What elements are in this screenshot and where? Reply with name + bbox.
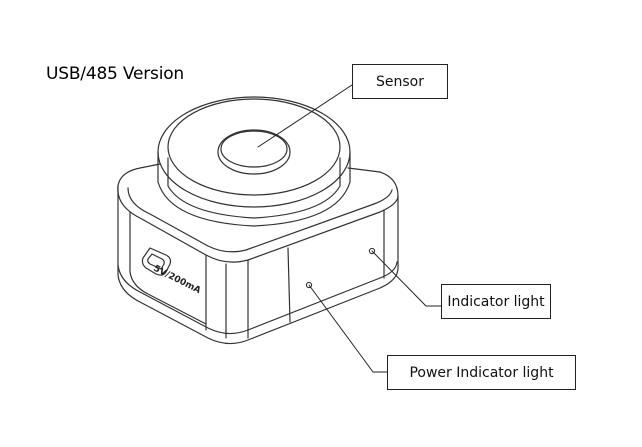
sensor-housing-ring [157, 96, 351, 227]
callout-sensor: Sensor [352, 64, 448, 99]
power-indicator-leader-line [308, 284, 388, 373]
device-voltage-label: 5V/200mA [152, 264, 203, 296]
indicator-leader-line [371, 250, 442, 307]
device-base [117, 251, 399, 345]
power-indicator-light-dot [305, 281, 313, 289]
device-body [117, 163, 399, 339]
indicator-light-dot [368, 247, 376, 255]
sensor-dome [217, 129, 291, 175]
callout-indicator-light: Indicator light [441, 284, 551, 319]
callout-power-indicator-light: Power Indicator light [387, 355, 576, 390]
sensor-leader-line [257, 84, 353, 148]
usb-port [141, 247, 172, 276]
diagram-title: USB/485 Version [46, 64, 184, 84]
